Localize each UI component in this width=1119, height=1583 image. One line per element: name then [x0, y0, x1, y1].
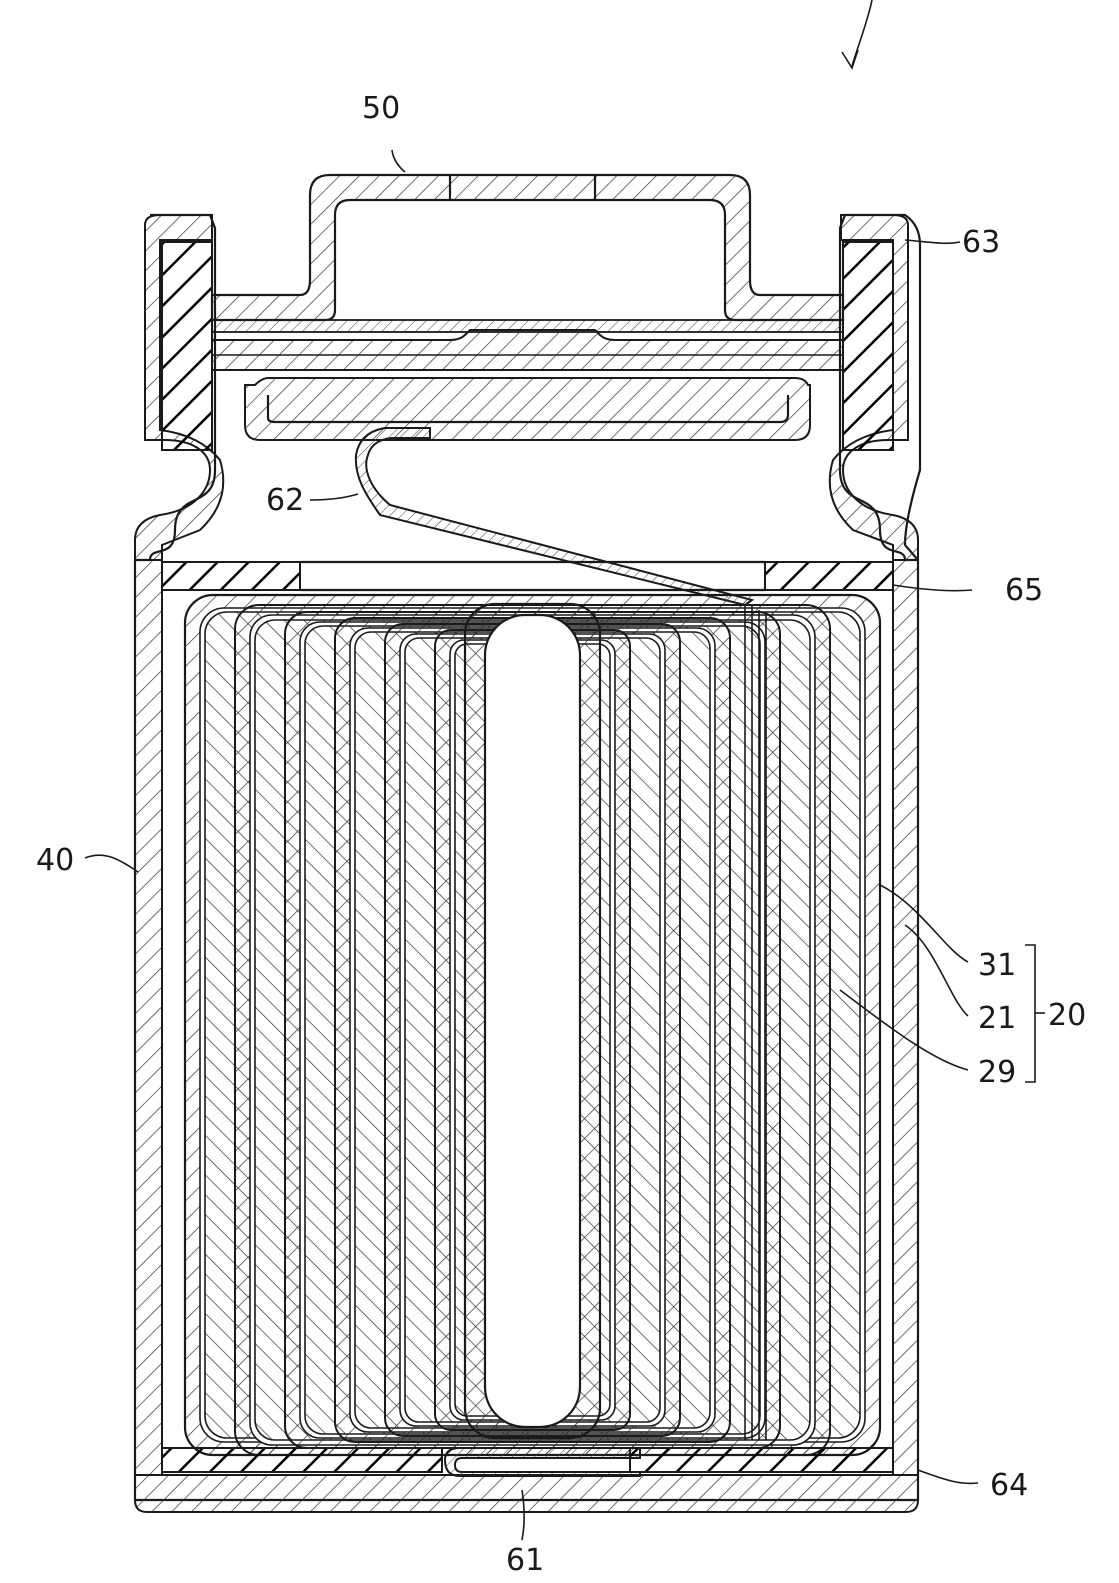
disk-holder	[245, 378, 810, 440]
gasket-right	[843, 242, 893, 450]
label-top-insulator: 65	[1005, 573, 1043, 608]
battery-cap	[212, 175, 843, 320]
can-wall-left	[135, 560, 162, 1475]
can-wall-right	[893, 560, 918, 1475]
bottom-insulator-right	[630, 1448, 893, 1472]
top-insulator-left	[162, 562, 300, 590]
label-electrode-body: 20	[1048, 998, 1086, 1033]
center-hollow	[485, 615, 580, 1427]
electrode-body	[185, 595, 880, 1455]
safety-valve	[212, 330, 843, 370]
label-negative-electrode: 21	[978, 1001, 1016, 1036]
label-positive-electrode: 31	[978, 948, 1016, 983]
label-positive-lead: 62	[266, 483, 304, 518]
label-gasket: 63	[962, 225, 1000, 260]
label-separator: 29	[978, 1055, 1016, 1090]
label-negative-lead: 61	[506, 1543, 544, 1578]
can-bottom	[135, 1475, 918, 1512]
label-cap: 50	[362, 91, 400, 126]
negative-lead	[445, 1448, 640, 1476]
bottom-insulator-left	[162, 1448, 442, 1472]
top-insulator-right	[765, 562, 893, 590]
gasket-left	[162, 242, 212, 450]
positive-lead	[356, 428, 752, 605]
label-can: 40	[36, 843, 74, 878]
label-bottom-insulator: 64	[990, 1468, 1028, 1503]
figure-pointer-arrow	[842, 0, 872, 68]
